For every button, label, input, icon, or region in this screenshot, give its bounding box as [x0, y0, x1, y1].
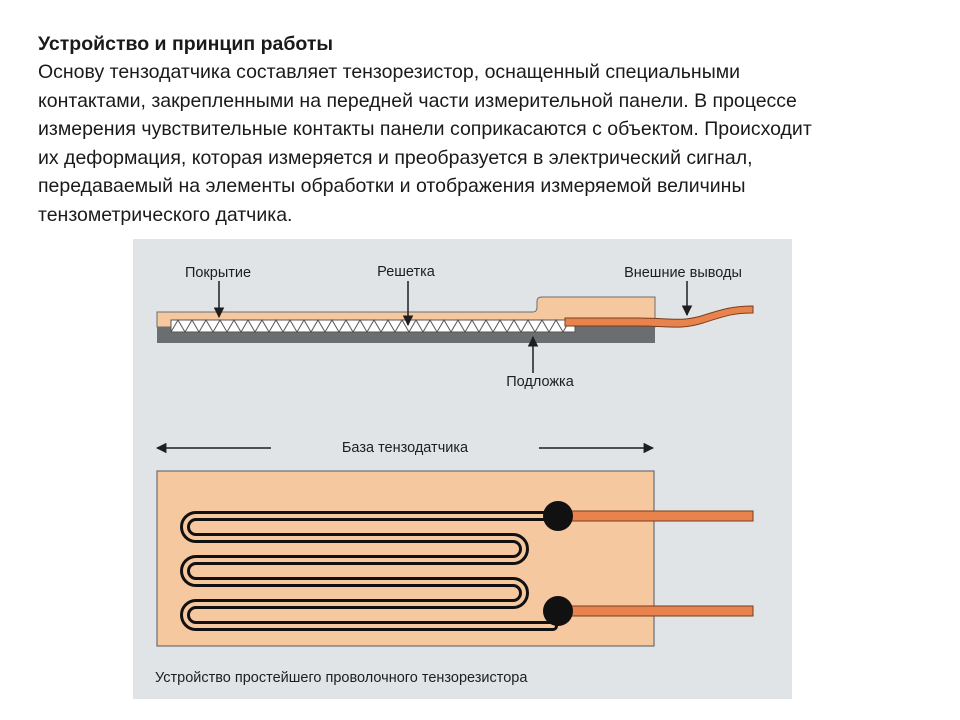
label-external-leads: Внешние выводы: [624, 265, 742, 281]
paragraph-line-6: тензометрического датчика.: [38, 203, 293, 226]
paragraph-line-2: контактами, закрепленными на передней ча…: [38, 89, 797, 112]
cross-section-view: Покрытие Решетка Внешние выводы Подложка: [156, 264, 754, 390]
label-grid: Решетка: [377, 264, 436, 280]
paragraph-line-4: их деформация, которая измеряется и прео…: [38, 146, 753, 169]
figure-caption: Устройство простейшего проволочного тенз…: [155, 670, 528, 686]
paragraph-line-3: измерения чувствительные контакты панели…: [38, 118, 812, 140]
paragraph-line-5: передаваемый на элементы обработки и ото…: [38, 175, 746, 197]
strain-gauge-figure: Покрытие Решетка Внешние выводы Подложка…: [133, 239, 792, 699]
gauge-base-dimension: База тензодатчика: [155, 440, 655, 456]
solder-pad-top: [543, 501, 573, 531]
text-block: Устройство и принцип работы Основу тензо…: [38, 30, 938, 229]
lead-wire-top: [560, 510, 754, 522]
label-gauge-base: База тензодатчика: [342, 440, 469, 456]
strain-gauge-diagram: Покрытие Решетка Внешние выводы Подложка…: [155, 264, 754, 686]
solder-pad-bottom: [543, 596, 573, 626]
label-substrate: Подложка: [506, 374, 575, 390]
top-view: [156, 470, 754, 647]
section-heading: Устройство и принцип работы: [38, 33, 334, 55]
label-coating: Покрытие: [185, 265, 251, 281]
paragraph-line-1: Основу тензодатчика составляет тензорези…: [38, 61, 741, 83]
serpentine-wire-core: [183, 514, 555, 628]
lead-wire-bottom: [560, 605, 754, 617]
grid-zigzag: [170, 319, 576, 333]
description-paragraph: Основу тензодатчика составляет тензорези…: [38, 58, 938, 229]
section-lead-wire: [564, 305, 754, 328]
